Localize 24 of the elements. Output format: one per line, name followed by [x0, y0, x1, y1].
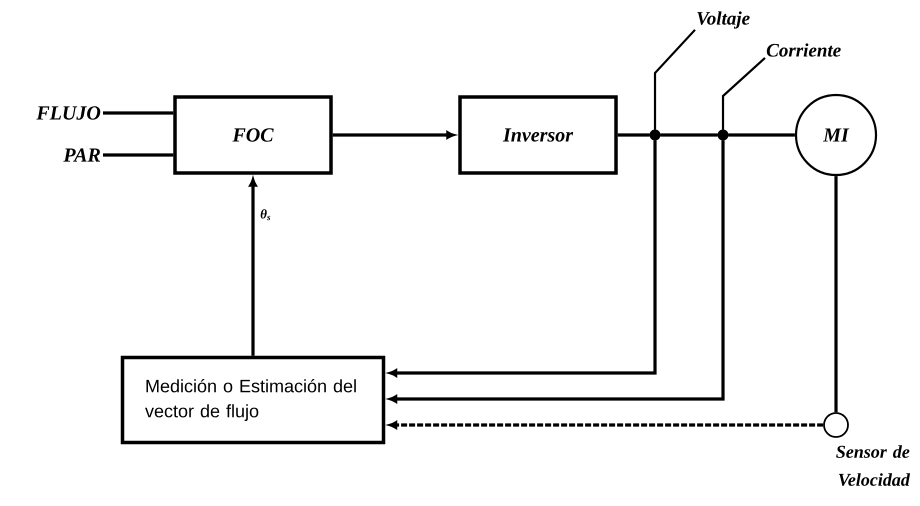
connector-line: [103, 111, 174, 115]
input-label: FLUJO: [36, 106, 100, 120]
block-box: Inversor: [458, 95, 618, 175]
node-caption: Sensor de Velocidad: [836, 445, 910, 486]
signal-label: Corriente: [766, 43, 841, 57]
arrow: [388, 140, 725, 403]
leader-line: [654, 29, 696, 130]
junction-dot: [650, 130, 660, 140]
sensor-circle: [823, 412, 849, 438]
arrow: [332, 131, 455, 139]
junction-dot: [718, 130, 728, 140]
connector-line: [618, 133, 650, 137]
block-box: FOC: [173, 95, 333, 175]
estimator-box: Medición o Estimación del vector de flujo: [120, 356, 386, 444]
edge-label: θ$_{s}$: [260, 209, 270, 220]
arrow: [388, 140, 657, 377]
arrow: [388, 421, 824, 429]
connector-line: [728, 133, 795, 137]
leader-line: [722, 57, 766, 130]
connector-line: [834, 176, 838, 412]
connector-line: [660, 133, 718, 137]
signal-label: Voltaje: [697, 11, 750, 29]
connector-line: [103, 153, 174, 157]
input-label: PAR: [63, 148, 100, 162]
